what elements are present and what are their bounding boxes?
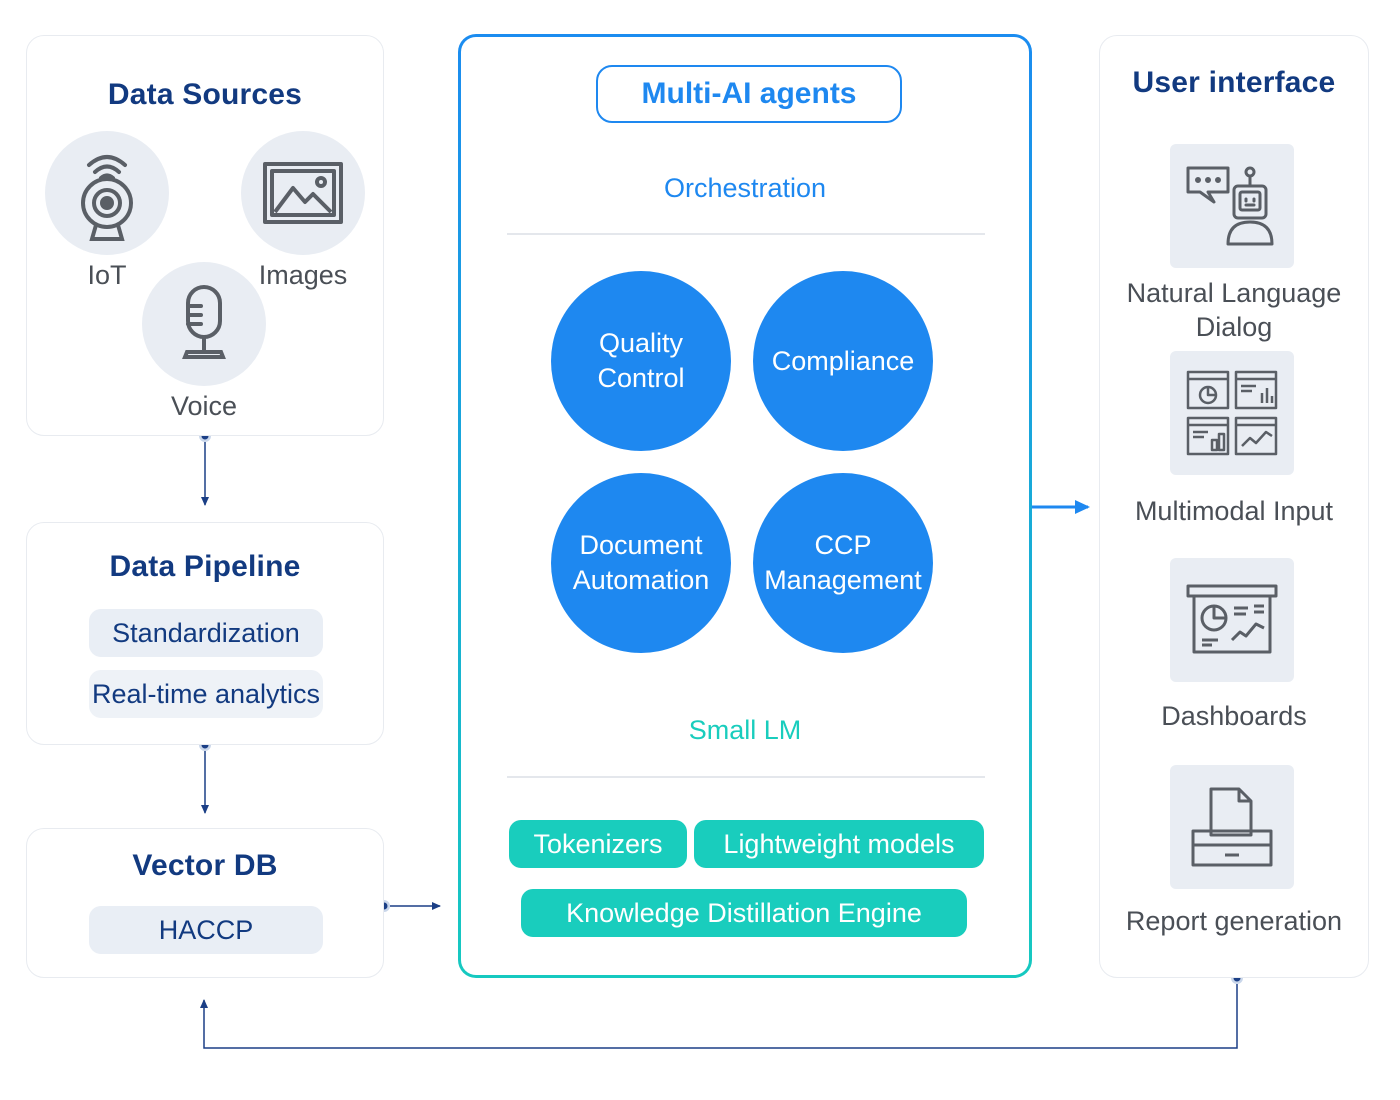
chip-tokenizers: Tokenizers [509,820,687,868]
image-icon [263,162,343,224]
small-lm-divider [507,776,985,778]
voice-label: Voice [170,391,238,421]
pipeline-item-standardization: Standardization [89,609,323,657]
chatbot-icon [1186,166,1274,246]
agent-ccp-management-label: CCP Management [764,530,922,595]
data-sources-panel: Data Sources IoT Images [26,35,384,436]
user-interface-panel: User interface Natural Language Dialog [1099,35,1369,978]
small-lm-label: Small LM [688,715,802,745]
multimodal-panels-icon [1186,370,1278,456]
nl-dialog-icon-box [1170,144,1294,268]
data-pipeline-panel: Data Pipeline Standardization Real-time … [26,522,384,745]
agent-document-automation-label: Document Automation [572,530,710,595]
ui-label-dashboards: Dashboards [1161,701,1307,731]
multi-ai-title: Multi-AI agents [596,65,902,123]
orchestration-divider [507,233,985,235]
data-pipeline-title: Data Pipeline [109,550,301,583]
arrow-sources-to-pipeline [199,430,211,506]
dashboard-board-icon [1186,584,1278,654]
dashboards-icon-box [1170,558,1294,682]
ui-label-multimodal-input: Multimodal Input [1134,496,1334,526]
microphone-icon [182,285,226,359]
iot-label: IoT [87,260,127,290]
iot-camera-icon [81,155,133,241]
arrow-vectordb-to-agents [378,900,441,912]
iot-icon-circle [45,131,169,255]
agent-compliance-label: Compliance [771,345,915,376]
report-icon-box [1170,765,1294,889]
ui-label-nl-dialog: Natural Language Dialog [1126,278,1342,342]
vector-db-panel: Vector DB HACCP [26,828,384,978]
chip-lightweight-models: Lightweight models [694,820,984,868]
pipeline-item-realtime-analytics: Real-time analytics [89,670,323,718]
voice-icon-circle [142,262,266,386]
agent-quality-control-label: Quality Control [597,328,685,393]
agent-compliance: Compliance [753,271,933,451]
images-icon-circle [241,131,365,255]
vectordb-item-haccp: HACCP [89,906,323,954]
agent-ccp-management: CCP Management [753,473,933,653]
orchestration-label: Orchestration [663,173,827,203]
agent-document-automation: Document Automation [551,473,731,653]
user-interface-title: User interface [1132,66,1336,99]
data-sources-title: Data Sources [107,78,303,111]
agent-quality-control: Quality Control [551,271,731,451]
vector-db-title: Vector DB [132,849,278,882]
arrow-feedback-loop [200,972,1243,1049]
printer-report-icon [1191,787,1273,867]
ui-label-report-generation: Report generation [1125,906,1343,936]
chip-knowledge-distillation-engine: Knowledge Distillation Engine [521,889,967,937]
images-label: Images [258,260,348,290]
multimodal-icon-box [1170,351,1294,475]
multi-ai-agents-frame: Multi-AI agents Orchestration Quality Co… [458,34,1032,978]
arrow-pipeline-to-vectordb [199,739,211,814]
